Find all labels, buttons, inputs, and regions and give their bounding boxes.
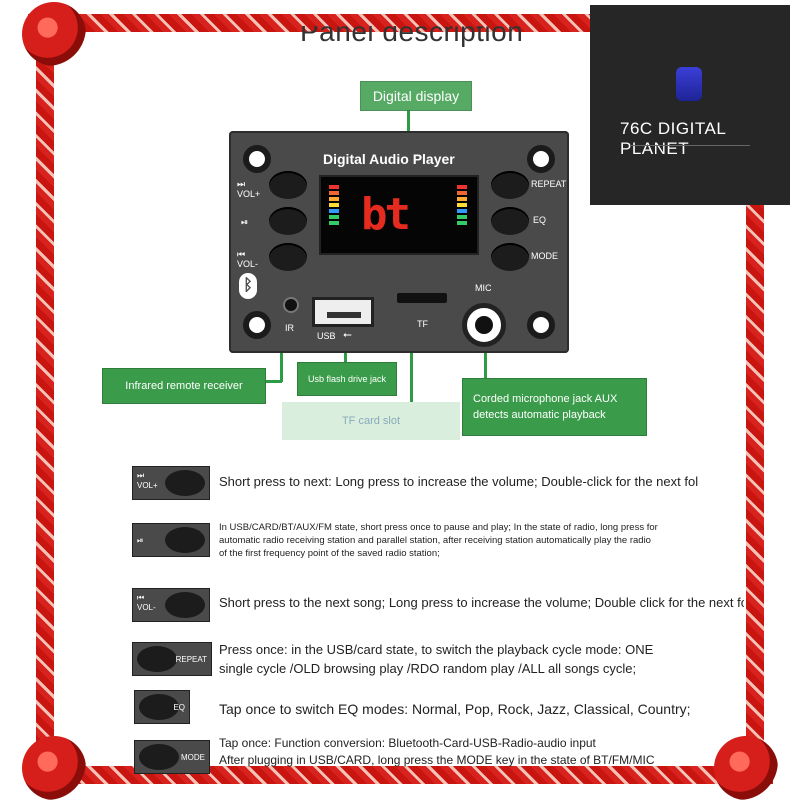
row-play: ⏯: [132, 523, 210, 557]
callout-line: [484, 340, 487, 380]
repeat-swatch: REPEAT: [132, 642, 212, 676]
swatch-label: MODE: [181, 753, 205, 762]
frame-border-left: [36, 20, 54, 780]
row-repeat: REPEAT: [132, 642, 212, 676]
mount-hole: [243, 145, 271, 173]
swatch-label: ⏯: [137, 536, 144, 545]
eq-label: EQ: [533, 215, 547, 225]
prev-vol-down-swatch: ⏮ VOL-: [132, 588, 210, 622]
usb-label: USB: [317, 331, 336, 341]
eq-button[interactable]: [491, 207, 529, 235]
row-prev: ⏮ VOL-: [132, 588, 210, 622]
callout-line: [407, 110, 410, 150]
swatch-label: EQ: [173, 703, 185, 712]
swatch-knob: [165, 470, 205, 496]
mount-hole: [527, 311, 555, 339]
row-mode-text: Tap once: Function conversion: Bluetooth…: [219, 736, 655, 767]
row-eq: EQ: [134, 690, 190, 724]
swatch-label: ⏮ VOL-: [137, 593, 156, 612]
brand-divider: [630, 145, 750, 146]
swatch-knob: [165, 527, 205, 553]
next-vol-up-swatch: ⏭ VOL+: [132, 466, 210, 500]
prev-vol-down-label: ⏮ VOL-: [237, 249, 259, 269]
callout-tf: TF card slot: [282, 402, 460, 440]
brand-name: 76C DIGITAL PLANET: [620, 119, 726, 158]
callout-mic: Corded microphone jack AUX detects autom…: [462, 378, 647, 436]
flower-ornament-icon: [22, 736, 86, 800]
flower-ornament-icon: [22, 2, 86, 66]
row-repeat-text: Press once: in the USB/card state, to sw…: [219, 642, 654, 676]
brand-box: 76C DIGITAL PLANET: [590, 5, 790, 205]
bluetooth-icon: ᛒ: [239, 273, 257, 299]
mode-label: MODE: [531, 251, 558, 261]
row-eq-text: Tap once to switch EQ modes: Normal, Pop…: [219, 701, 691, 717]
page-title: Panel description: [300, 16, 524, 47]
callout-line: [410, 305, 413, 405]
usb-symbol-icon: ⭠: [343, 329, 352, 341]
panel-title: Digital Audio Player: [323, 151, 455, 167]
planet-logo-icon: [676, 67, 702, 101]
ir-label: IR: [285, 323, 294, 333]
play-pause-label: ⏯: [241, 217, 249, 227]
mode-swatch: MODE: [134, 740, 210, 774]
swatch-knob: [139, 694, 179, 720]
display-text: bt: [361, 189, 411, 240]
row-prev-text: Short press to the next song; Long press…: [219, 595, 744, 610]
swatch-knob: [165, 592, 205, 618]
play-pause-swatch: ⏯: [132, 523, 210, 557]
ir-receiver: [283, 297, 299, 313]
mount-hole: [527, 145, 555, 173]
digital-display: bt: [319, 175, 479, 255]
repeat-button[interactable]: [491, 171, 529, 199]
mount-hole: [243, 311, 271, 339]
usb-slot: [327, 312, 361, 318]
row-next-text: Short press to next: Long press to incre…: [219, 474, 699, 489]
mic-label: MIC: [475, 283, 492, 293]
frame-border-bottom: [28, 766, 773, 784]
next-vol-up-label: ⏭ VOL+: [237, 179, 261, 199]
tf-card-slot[interactable]: [397, 293, 447, 303]
frame-border-right: [746, 20, 764, 780]
swatch-label: ⏭ VOL+: [137, 471, 158, 490]
swatch-knob: [139, 744, 179, 770]
row-next: ⏭ VOL+: [132, 466, 210, 500]
tf-label: TF: [417, 319, 428, 329]
callout-infrared: Infrared remote receiver: [102, 368, 266, 404]
usb-port[interactable]: [312, 297, 374, 327]
level-meter-right: [457, 185, 467, 243]
eq-swatch: EQ: [134, 690, 190, 724]
player-panel: Digital Audio Player ⏭ VOL+ ⏯ ⏮ VOL- bt …: [229, 131, 569, 353]
play-pause-button[interactable]: [269, 207, 307, 235]
mic-jack[interactable]: [462, 303, 506, 347]
frame-border-top: [28, 14, 773, 32]
swatch-knob: [137, 646, 177, 672]
prev-vol-down-button[interactable]: [269, 243, 307, 271]
row-mode: MODE: [134, 740, 210, 774]
next-vol-up-button[interactable]: [269, 171, 307, 199]
level-meter-left: [329, 185, 339, 243]
flower-ornament-icon: [714, 736, 778, 800]
callout-line: [262, 380, 282, 383]
swatch-label: REPEAT: [175, 655, 207, 664]
callout-usb: Usb flash drive jack: [297, 362, 397, 396]
callout-digital-display: Digital display: [360, 81, 472, 111]
row-play-text: In USB/CARD/BT/AUX/FM state, short press…: [219, 522, 658, 559]
repeat-label: REPEAT: [531, 179, 567, 189]
mode-button[interactable]: [491, 243, 529, 271]
